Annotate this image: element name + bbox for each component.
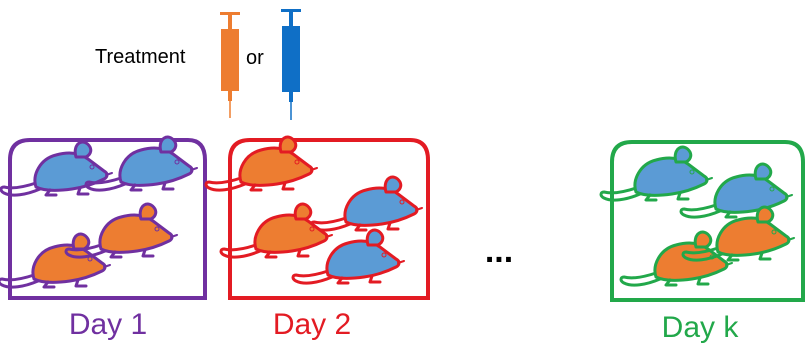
ellipsis: ... — [485, 232, 513, 270]
blue-mouse-icon — [0, 140, 114, 197]
day-2-group: Day 2 — [204, 135, 430, 341]
day-k-group: Day k — [599, 140, 805, 344]
day-k-label: Day k — [662, 311, 740, 344]
blue-mouse-icon — [599, 145, 714, 202]
day-k-box — [610, 140, 805, 302]
orange-mouse-icon — [219, 202, 334, 259]
orange-mouse-icon — [204, 135, 319, 192]
blue-syringe-icon — [281, 9, 301, 120]
day-2-box — [228, 138, 430, 300]
orange-mouse-icon — [619, 230, 734, 287]
day-1-box — [8, 138, 207, 300]
day-2-mice — [204, 135, 424, 285]
or-label: or — [246, 47, 264, 69]
blue-mouse-icon — [309, 175, 424, 232]
orange-mouse-icon — [64, 202, 179, 259]
day-1-label: Day 1 — [69, 308, 147, 341]
blue-mouse-icon — [84, 135, 199, 192]
orange-syringe-icon — [220, 12, 240, 118]
day-1-group: Day 1 — [0, 135, 207, 341]
day-k-mice — [599, 145, 796, 287]
treatment-label: Treatment — [95, 46, 186, 68]
day-1-mice — [0, 135, 199, 289]
day-2-label: Day 2 — [273, 308, 351, 341]
orange-mouse-icon — [0, 232, 112, 289]
